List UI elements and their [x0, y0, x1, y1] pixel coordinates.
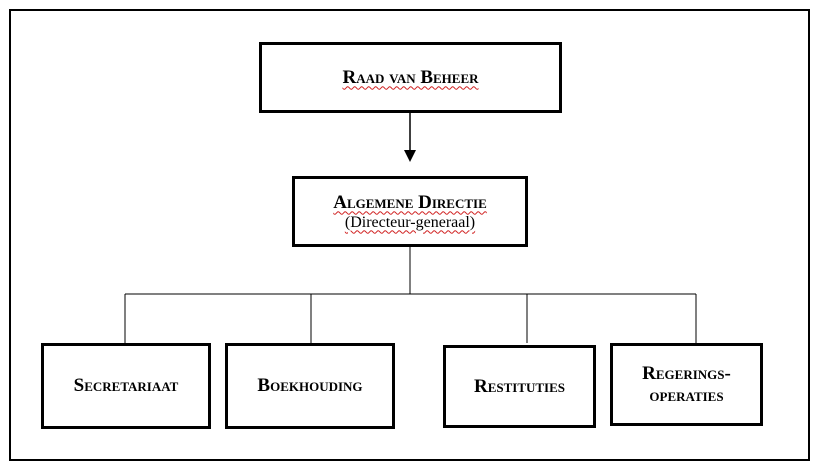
- node-regeringsoperaties: Regerings-operaties: [610, 343, 763, 426]
- node-title: Boekhouding: [257, 375, 363, 396]
- node-boekhouding: Boekhouding: [225, 343, 395, 429]
- diagram-frame: [9, 9, 810, 461]
- node-algemene-directie: Algemene Directie (Directeur-generaal): [292, 176, 528, 247]
- node-title: Regerings-operaties: [642, 362, 731, 406]
- node-title: Secretariaat: [73, 375, 179, 396]
- node-title: Restituties: [473, 375, 566, 397]
- node-raad-van-beheer: Raad van Beheer: [259, 42, 562, 113]
- arrow-head-icon: [404, 150, 416, 162]
- node-title: Raad van Beheer: [342, 66, 479, 88]
- node-subtitle: (Directeur-generaal): [344, 213, 476, 231]
- node-title: Algemene Directie: [333, 191, 487, 213]
- node-restituties: Restituties: [443, 345, 596, 428]
- node-secretariaat: Secretariaat: [41, 343, 211, 429]
